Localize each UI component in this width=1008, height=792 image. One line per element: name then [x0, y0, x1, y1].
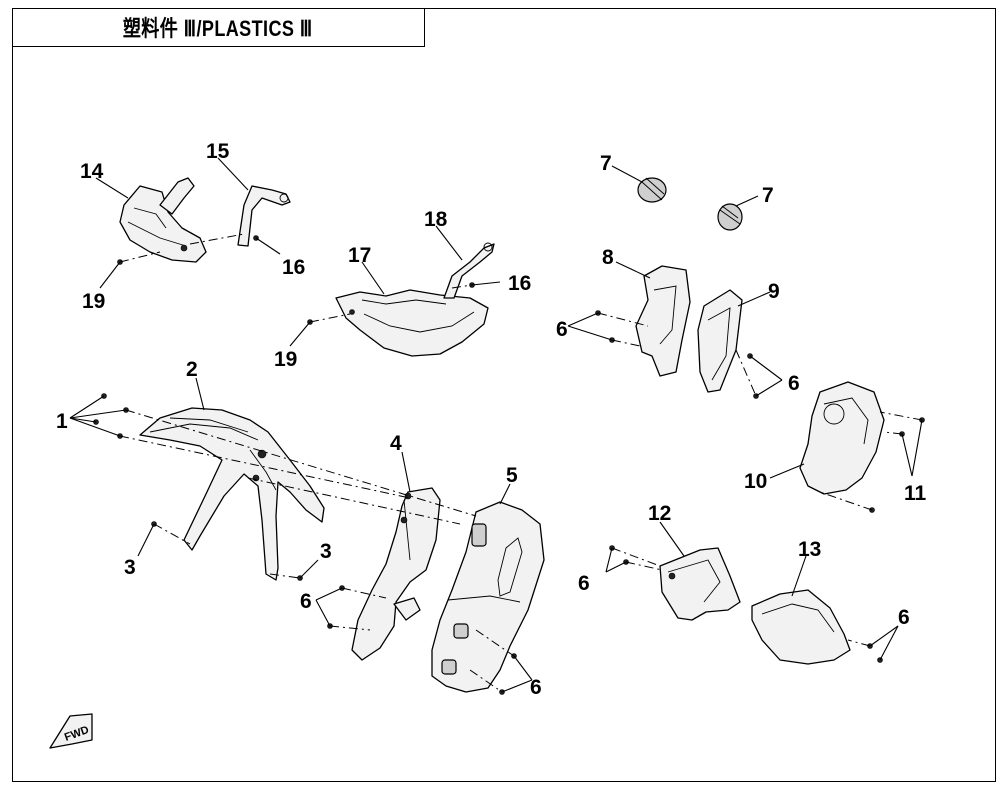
callout-6-panel: 6 — [788, 372, 800, 395]
diagram-title: 塑料件 Ⅲ/PLASTICS Ⅲ — [123, 16, 313, 41]
part-15-left-bracket — [237, 185, 291, 247]
callout-16-left: 16 — [282, 256, 305, 279]
callout-15: 15 — [206, 140, 230, 163]
callout-6-bracket: 6 — [556, 318, 568, 341]
diagram-frame — [12, 8, 996, 782]
part-2-front-fender — [139, 407, 325, 581]
callout-4: 4 — [390, 432, 402, 455]
part-5-right-fork-guard — [431, 501, 545, 693]
callout-6-part12: 6 — [578, 572, 590, 595]
leader-lines — [69, 157, 923, 693]
part-9-panel — [697, 289, 743, 393]
callout-18: 18 — [424, 208, 448, 231]
callout-19-left: 19 — [82, 290, 105, 313]
part-4-left-fork-guard — [351, 487, 441, 661]
part-8-side-bracket — [635, 265, 691, 377]
callout-6-part13: 6 — [898, 606, 910, 629]
callout-14: 14 — [80, 160, 104, 183]
alignment-lines — [119, 233, 923, 693]
part-14-left-handguard — [119, 177, 207, 263]
callout-13: 13 — [798, 538, 821, 561]
part-7-grommet-left — [637, 177, 667, 203]
callout-6-guard: 6 — [530, 676, 542, 699]
title-box: 塑料件 Ⅲ/PLASTICS Ⅲ — [12, 8, 425, 47]
callout-9: 9 — [768, 280, 780, 303]
callout-3-right: 3 — [320, 540, 332, 563]
callout-16-right: 16 — [508, 272, 531, 295]
callout-3-left: 3 — [124, 556, 136, 579]
callout-19-right: 19 — [274, 348, 297, 371]
fwd-arrow-icon: FWD — [49, 713, 93, 749]
bolts — [93, 310, 925, 695]
callout-5: 5 — [506, 464, 518, 487]
callout-11: 11 — [904, 482, 927, 505]
callout-7-right: 7 — [762, 184, 774, 207]
callout-10: 10 — [744, 470, 767, 493]
callout-12: 12 — [648, 502, 671, 525]
callout-2: 2 — [186, 358, 198, 381]
part-13-cover — [751, 589, 851, 665]
callout-7-left: 7 — [600, 152, 612, 175]
part-17-right-handguard — [335, 289, 489, 357]
callout-17: 17 — [348, 244, 371, 267]
part-18-right-bracket — [443, 242, 495, 299]
part-7-grommet-right — [717, 203, 743, 231]
part-12-guard — [659, 547, 741, 621]
callouts: 1 2 3 3 4 5 6 6 6 6 6 6 7 7 8 9 10 11 12… — [56, 140, 927, 699]
callout-6-fork: 6 — [300, 590, 312, 613]
callout-1: 1 — [56, 410, 68, 433]
part-10-cover — [799, 381, 885, 495]
callout-8: 8 — [602, 246, 614, 269]
